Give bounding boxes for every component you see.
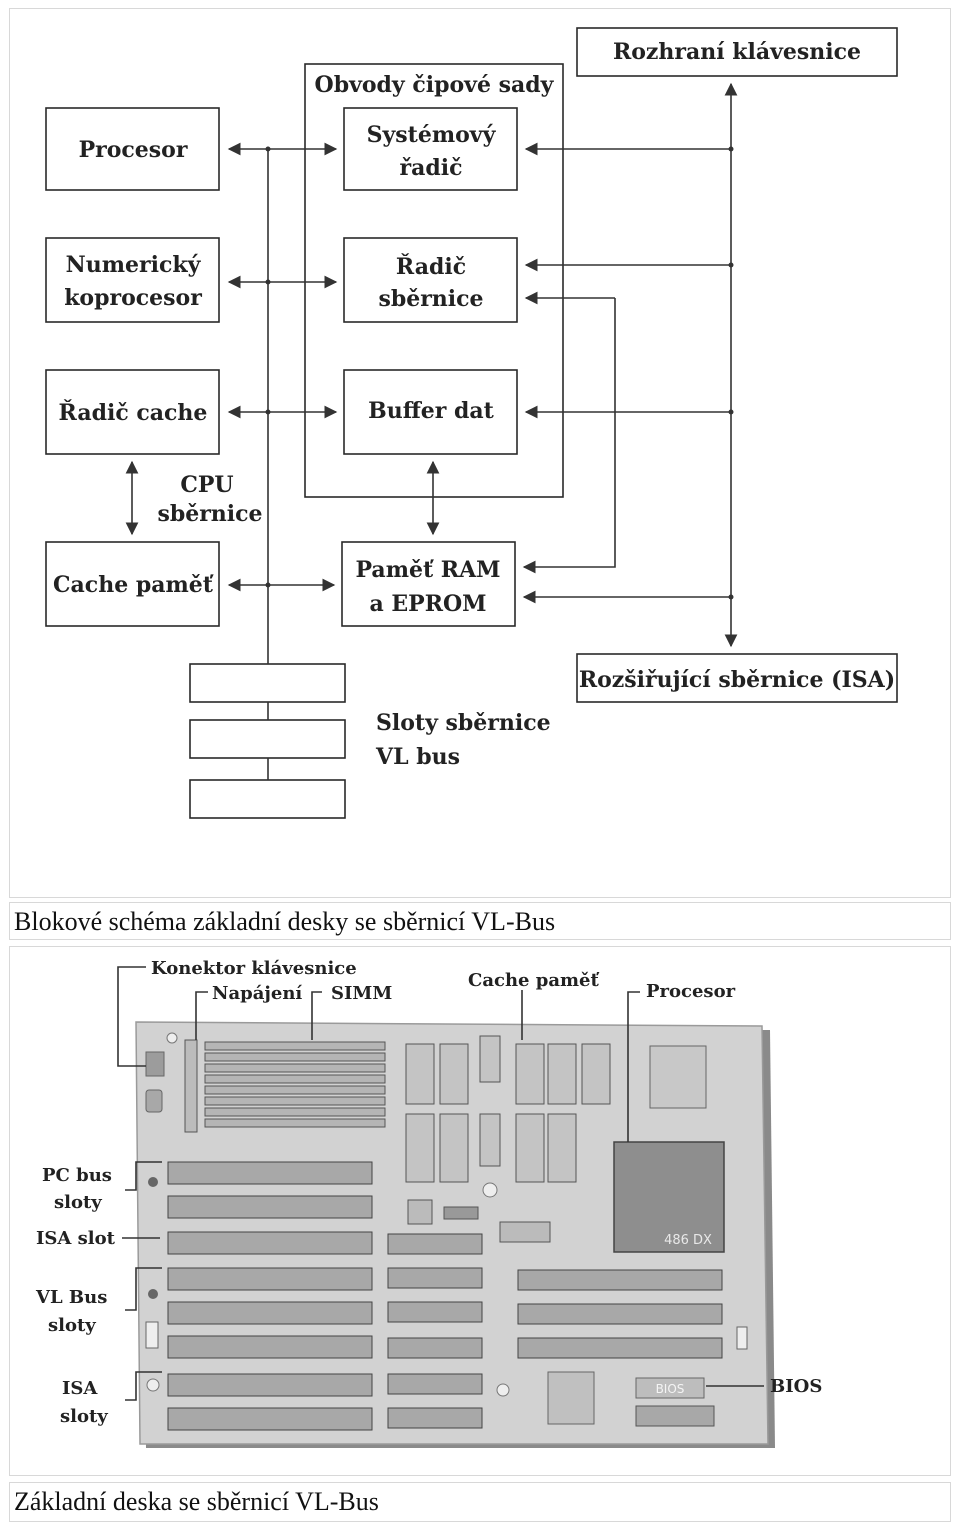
label-vl-bus-2: sloty xyxy=(48,1315,96,1336)
callout-lines xyxy=(117,966,764,1401)
power-strip xyxy=(184,1039,198,1133)
bottom-chip xyxy=(547,1371,595,1425)
radic-sbernice-block xyxy=(343,237,518,323)
cpu-bus-label-2: sběrnice xyxy=(157,501,262,527)
small-chip-2 xyxy=(443,1206,479,1220)
systemovy-radic-label-1: Systémový xyxy=(367,122,497,148)
label-isa-slot: ISA slot xyxy=(36,1228,116,1249)
label-vl-bus-1: VL Bus xyxy=(35,1287,107,1308)
cache-pamet-label: Cache paměť xyxy=(53,572,214,598)
rozhrani-klavesnice-label: Rozhraní klávesnice xyxy=(613,39,861,65)
vl-slots-label-1: Sloty sběrnice xyxy=(376,710,551,736)
keyboard-connector xyxy=(145,1051,165,1077)
systemovy-radic-block xyxy=(343,107,518,191)
junction-5 xyxy=(728,146,734,152)
koprocesor-label-1: Numerický xyxy=(66,252,202,278)
rozsirujici-sbernice-label: Rozšiřující sběrnice (ISA) xyxy=(579,667,895,693)
upper-right-chip xyxy=(649,1045,707,1109)
label-bios: BIOS xyxy=(770,1376,822,1397)
vl-slot-2 xyxy=(189,719,346,759)
procesor-block xyxy=(45,107,220,191)
label-pc-bus-1: PC bus xyxy=(42,1165,112,1186)
simm-slots xyxy=(204,1041,386,1128)
caption-top: Blokové schéma základní desky se sběrnic… xyxy=(9,902,951,940)
caption-bottom: Základní deska se sběrnicí VL-Bus xyxy=(9,1482,951,1522)
mount-hole-3 xyxy=(148,1177,158,1187)
koprocesor-block xyxy=(45,237,220,323)
small-chip-3 xyxy=(499,1221,551,1243)
block-diagram: Obvody čipové sady Procesor Numerický ko… xyxy=(45,27,898,819)
label-isa-sloty-1: ISA xyxy=(62,1378,98,1399)
battery xyxy=(145,1321,159,1349)
bios-chip xyxy=(635,1377,705,1399)
junction-8 xyxy=(728,594,734,600)
right-slots xyxy=(517,1269,723,1359)
mount-hole-6 xyxy=(496,1383,510,1397)
vl-slots-label-2: VL bus xyxy=(375,744,460,770)
jumper xyxy=(736,1326,748,1350)
systemovy-radic-label-2: řadič xyxy=(400,155,463,181)
rozhrani-klavesnice-block xyxy=(576,27,898,77)
buffer-dat-label: Buffer dat xyxy=(368,398,495,424)
cpu-bus-label-1: CPU xyxy=(180,472,233,498)
buffer-dat-block xyxy=(343,369,518,455)
label-konektor-klavesnice: Konektor klávesnice xyxy=(151,958,357,979)
koprocesor-label-2: koprocesor xyxy=(64,285,202,311)
mount-hole-2 xyxy=(482,1182,498,1198)
label-simm: SIMM xyxy=(331,983,392,1004)
mount-hole-5 xyxy=(146,1378,160,1392)
radic-sbernice-label-1: Řadič xyxy=(396,253,466,280)
vl-slot-1 xyxy=(189,663,346,703)
cpu-chip-mark: 486 DX xyxy=(664,1233,712,1248)
procesor-label: Procesor xyxy=(79,137,188,163)
ram-eprom-label-2: a EPROM xyxy=(369,591,486,617)
label-pc-bus-2: sloty xyxy=(54,1192,102,1213)
ram-eprom-block xyxy=(341,541,516,627)
label-isa-sloty-2: sloty xyxy=(60,1406,108,1427)
cache-chips xyxy=(405,1035,611,1183)
label-napajeni: Napájení xyxy=(212,983,302,1004)
vl-slot-3 xyxy=(189,779,346,819)
mount-hole-4 xyxy=(148,1289,158,1299)
radic-cache-block xyxy=(45,369,220,455)
label-cache-pamet: Cache paměť xyxy=(468,970,600,991)
radic-sbernice-label-2: sběrnice xyxy=(378,286,483,312)
bios-socket xyxy=(635,1405,715,1427)
cache-pamet-block xyxy=(45,541,220,627)
power-connector xyxy=(145,1089,163,1113)
chipset-group-title: Obvody čipové sady xyxy=(315,72,555,98)
label-procesor: Procesor xyxy=(646,981,736,1002)
cpu-chip xyxy=(613,1141,725,1253)
radic-cache-label: Řadič cache xyxy=(59,399,208,426)
rozsirujici-sbernice-block xyxy=(576,653,898,703)
middle-slots xyxy=(387,1233,483,1429)
left-slots xyxy=(167,1161,373,1431)
block-diagram-frame: Obvody čipové sady Procesor Numerický ko… xyxy=(9,8,951,898)
ram-eprom-label-1: Paměť RAM xyxy=(355,557,500,583)
small-chip-1 xyxy=(407,1199,433,1225)
mount-hole-1 xyxy=(166,1032,178,1044)
board-frame: 486 DX xyxy=(9,946,951,1476)
board-illustration: 486 DX xyxy=(35,958,822,1448)
junction-7 xyxy=(728,409,734,415)
conn-radic-ram xyxy=(522,298,616,574)
junction-6 xyxy=(728,262,734,268)
bios-chip-mark: BIOS xyxy=(656,1382,685,1396)
